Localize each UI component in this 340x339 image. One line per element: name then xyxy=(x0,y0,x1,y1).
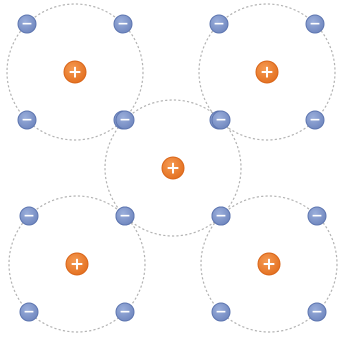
electron-minus-sign: − xyxy=(213,16,225,32)
nucleus-plus-sign: + xyxy=(166,159,180,179)
electron-top-left-0: − xyxy=(17,14,37,34)
electron-minus-sign: − xyxy=(309,16,321,32)
electron-bottom-left-3: − xyxy=(115,302,135,322)
electron-minus-sign: − xyxy=(119,208,131,224)
particle-layer: +−−−−+−−−−+−−−−+−−−−+−−−− xyxy=(17,14,327,322)
electron-minus-sign: − xyxy=(215,208,227,224)
nucleus-plus-sign: + xyxy=(262,255,276,275)
orbit-top-left xyxy=(6,3,144,141)
electron-top-left-2: − xyxy=(17,110,37,130)
electron-minus-sign: − xyxy=(311,208,323,224)
electron-minus-sign: − xyxy=(23,304,35,320)
nucleus-bottom-left: + xyxy=(65,252,89,276)
electron-bottom-left-2: − xyxy=(19,302,39,322)
electron-minus-sign: − xyxy=(311,304,323,320)
orbit-center xyxy=(104,99,242,237)
nucleus-top-right: + xyxy=(255,60,279,84)
electron-minus-sign: − xyxy=(119,304,131,320)
electron-minus-sign: − xyxy=(21,16,33,32)
electron-bottom-right-2: − xyxy=(211,302,231,322)
electron-center-0: − xyxy=(115,110,135,130)
electron-minus-sign: − xyxy=(21,112,33,128)
electron-minus-sign: − xyxy=(215,304,227,320)
electron-minus-sign: − xyxy=(309,112,321,128)
electron-top-right-1: − xyxy=(305,14,325,34)
electron-minus-sign: − xyxy=(215,112,227,128)
electron-minus-sign: − xyxy=(119,112,131,128)
nucleus-plus-sign: + xyxy=(70,255,84,275)
nucleus-bottom-right: + xyxy=(257,252,281,276)
nucleus-top-left: + xyxy=(63,60,87,84)
electron-top-right-0: − xyxy=(209,14,229,34)
electron-bottom-right-1: − xyxy=(307,206,327,226)
orbit-bottom-left xyxy=(8,195,146,333)
electron-minus-sign: − xyxy=(117,16,129,32)
nucleus-plus-sign: + xyxy=(260,63,274,83)
electron-bottom-right-3: − xyxy=(307,302,327,322)
electron-top-left-1: − xyxy=(113,14,133,34)
nucleus-center: + xyxy=(161,156,185,180)
electron-minus-sign: − xyxy=(23,208,35,224)
orbit-top-right xyxy=(198,3,336,141)
electron-bottom-left-1: − xyxy=(115,206,135,226)
electron-bottom-right-0: − xyxy=(211,206,231,226)
electron-center-1: − xyxy=(211,110,231,130)
nucleus-plus-sign: + xyxy=(68,63,82,83)
electron-bottom-left-0: − xyxy=(19,206,39,226)
orbit-bottom-right xyxy=(200,195,338,333)
orbit-layer xyxy=(6,3,338,333)
electron-top-right-3: − xyxy=(305,110,325,130)
